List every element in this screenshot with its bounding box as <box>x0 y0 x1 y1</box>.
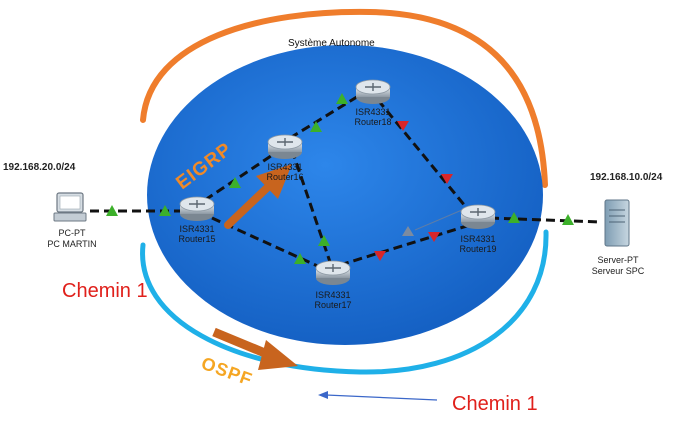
autonomous-system-area <box>147 45 543 345</box>
router-model: ISR4331 <box>355 107 391 117</box>
router-label: ISR4331 Router17 <box>308 290 358 310</box>
path-label-bottom: Chemin 1 <box>452 393 538 415</box>
router-icon[interactable] <box>315 260 351 285</box>
router-name: Router16 <box>266 172 304 182</box>
router-name: Router19 <box>459 244 497 254</box>
link-router19-server <box>489 216 601 224</box>
router-label: ISR4331 Router19 <box>453 234 503 254</box>
pc-icon[interactable] <box>53 192 87 222</box>
link-down-markers <box>374 121 453 261</box>
router-label: ISR4331 Router15 <box>172 224 222 244</box>
server-type-label: Server-PT <box>597 255 639 265</box>
link-up-marker <box>106 205 118 216</box>
subnet-left: 192.168.20.0/24 <box>3 162 76 173</box>
eigrp-arc <box>140 8 548 188</box>
router-name: Router18 <box>354 117 392 127</box>
router-model: ISR4331 <box>267 162 303 172</box>
links <box>90 90 601 270</box>
router-model: ISR4331 <box>460 234 496 244</box>
pc-type-label: PC-PT <box>58 228 86 238</box>
link-router17-router19 <box>339 223 471 267</box>
link-router16-router18 <box>289 90 366 140</box>
ospf-path-arrow <box>212 327 298 370</box>
router-label: ISR4331 Router18 <box>348 107 398 127</box>
pc-name-label: PC MARTIN <box>47 239 97 249</box>
link-down-marker <box>397 121 409 131</box>
thin-pointer-line <box>414 209 463 231</box>
link-up-marker <box>159 205 171 216</box>
router-icon[interactable] <box>267 134 303 159</box>
link-up-marker <box>229 177 241 188</box>
server-icon[interactable] <box>604 199 630 247</box>
link-router18-router19 <box>376 99 472 213</box>
router-icon[interactable] <box>179 196 215 221</box>
subnet-right: 192.168.10.0/24 <box>590 172 663 183</box>
path-label-left: Chemin 1 <box>62 280 148 302</box>
link-up-marker <box>562 214 574 225</box>
ospf-arc <box>140 229 549 375</box>
server-name-label: Serveur SPC <box>591 266 645 276</box>
link-up-marker <box>310 121 322 132</box>
link-down-marker <box>374 251 386 261</box>
router-name: Router17 <box>314 300 352 310</box>
protocol-label-ospf: OSPF <box>199 353 256 390</box>
link-down-marker <box>441 174 453 184</box>
link-up-marker <box>294 253 306 264</box>
eigrp-path-arrow <box>224 164 292 229</box>
link-down-marker <box>428 232 440 242</box>
router-model: ISR4331 <box>315 290 351 300</box>
router-label: ISR4331 Router16 <box>260 162 310 182</box>
router-icon[interactable] <box>460 204 496 229</box>
link-router15-router16 <box>204 148 281 202</box>
link-up-markers <box>106 93 574 264</box>
link-up-marker <box>508 212 520 223</box>
autonomous-system-title: Système Autonome <box>288 38 375 49</box>
router-name: Router15 <box>178 234 216 244</box>
router-model: ISR4331 <box>179 224 215 234</box>
router-icon[interactable] <box>355 79 391 104</box>
link-up-marker <box>318 235 330 246</box>
thin-path-arrow <box>318 391 438 401</box>
link-marker-grey <box>402 226 414 236</box>
link-up-marker <box>336 93 348 104</box>
